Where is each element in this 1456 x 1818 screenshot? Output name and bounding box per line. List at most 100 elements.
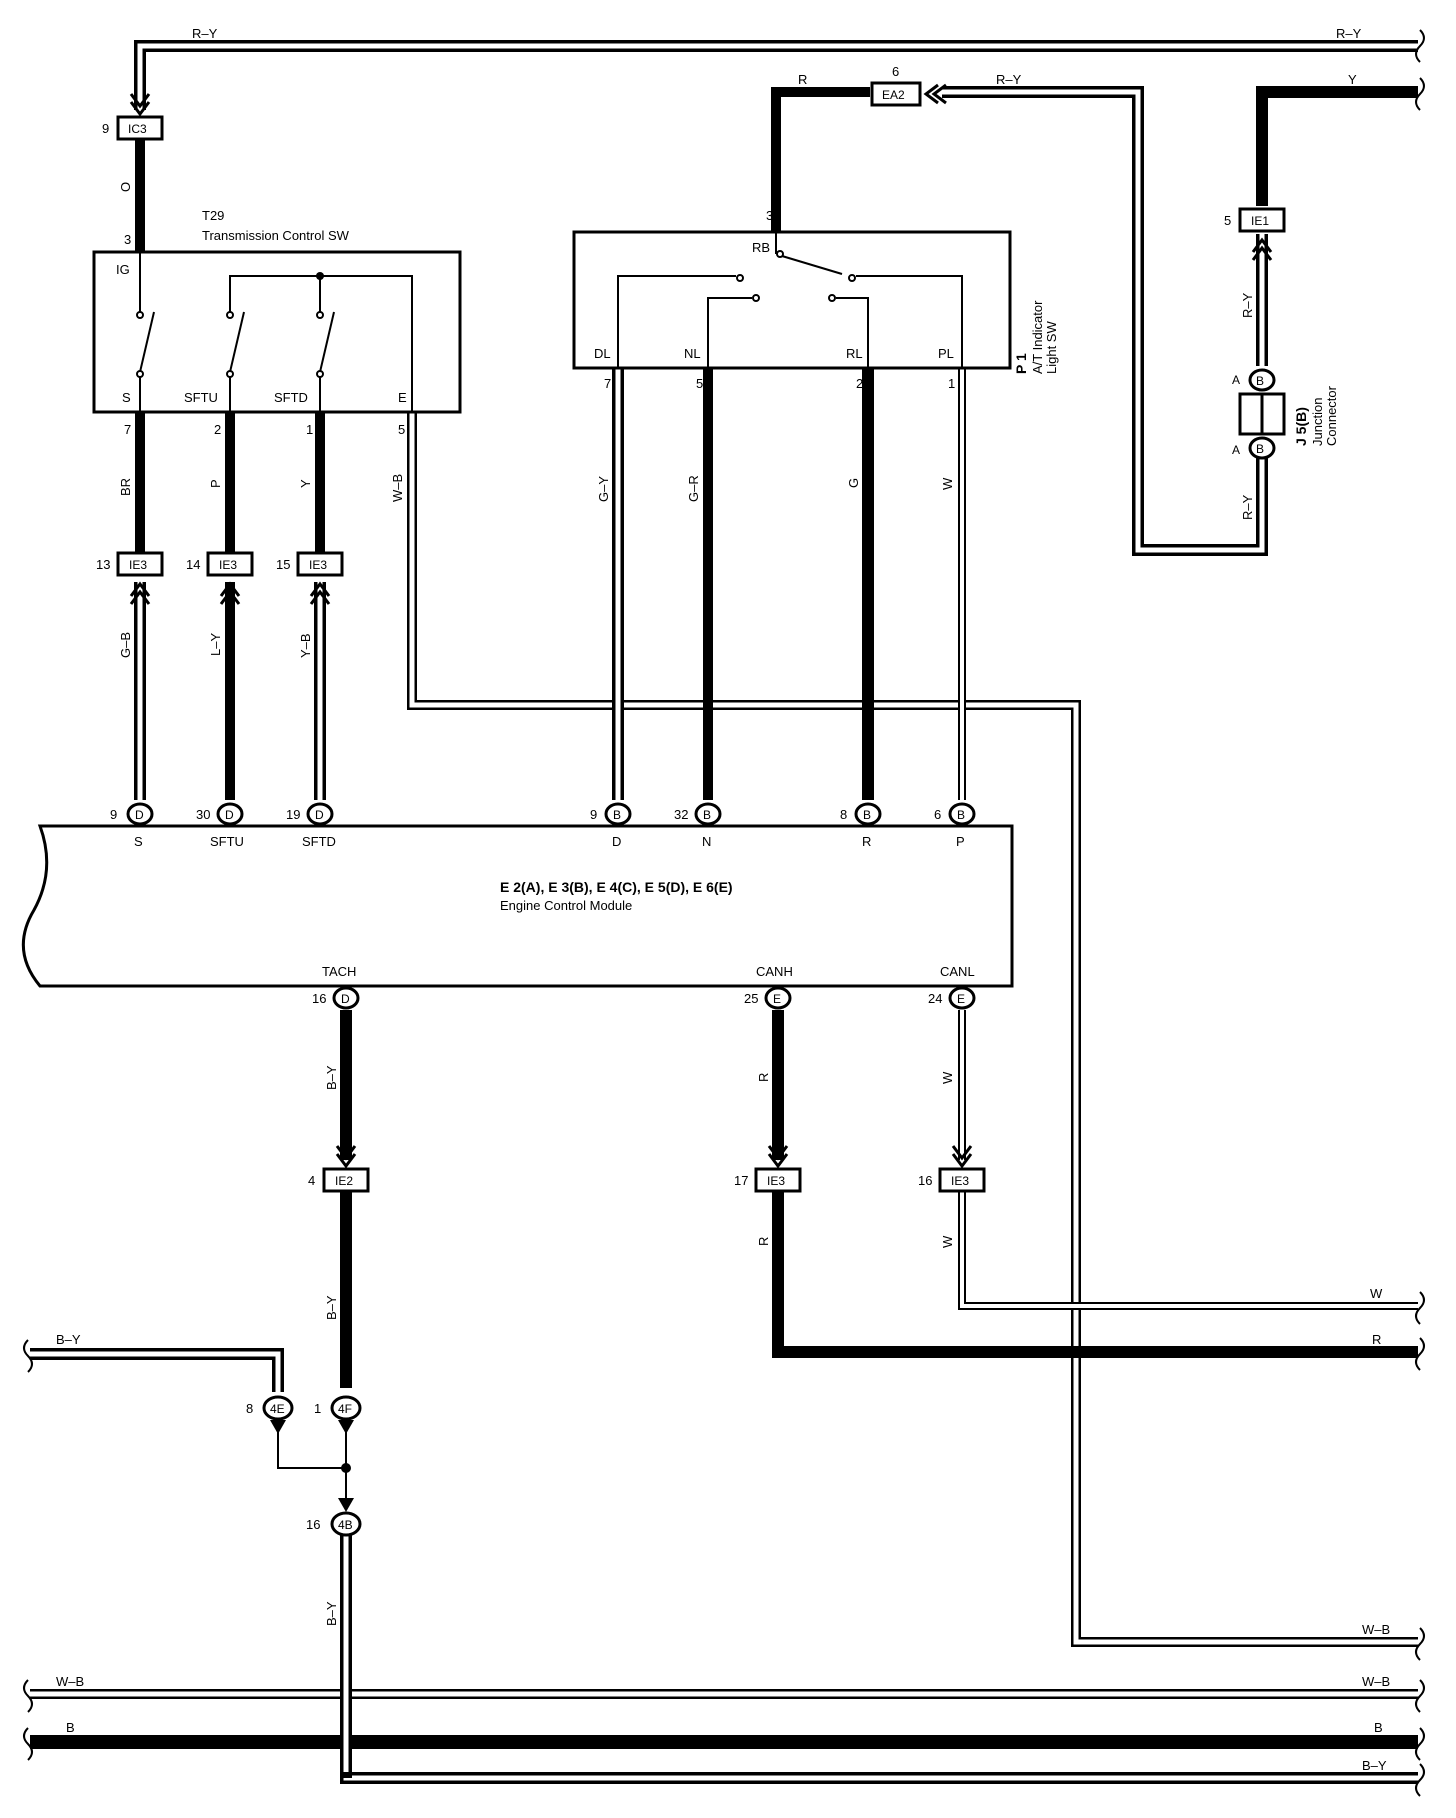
svg-text:IE2: IE2 xyxy=(335,1174,353,1188)
connector-4f: 4F 1 xyxy=(314,1395,362,1434)
j5-bottom-connector: B xyxy=(1256,442,1264,456)
svg-text:EA2: EA2 xyxy=(882,88,905,102)
wire-label-gr: G–R xyxy=(686,475,701,502)
p1-pin-rb: RB xyxy=(752,240,770,255)
p1-name-line1: A/T Indicator xyxy=(1030,300,1045,374)
t29-name: Transmission Control SW xyxy=(202,228,350,243)
ecm-pin-canh: CANH xyxy=(756,964,793,979)
j5-id: J 5(B) xyxy=(1293,407,1309,446)
svg-text:4B: 4B xyxy=(338,1518,353,1532)
wire-label-wb-bus-left: W–B xyxy=(56,1674,84,1689)
p1-pinnum-nl: 5 xyxy=(696,376,703,391)
t29-pin-ig: IG xyxy=(116,262,130,277)
engine-control-module: E 2(A), E 3(B), E 4(C), E 5(D), E 6(E) E… xyxy=(21,824,1014,988)
svg-text:B: B xyxy=(957,808,965,822)
svg-text:D: D xyxy=(341,992,350,1006)
t29-pin-e: E xyxy=(398,390,407,405)
svg-text:24: 24 xyxy=(928,991,942,1006)
t29-id: T29 xyxy=(202,208,224,223)
svg-text:25: 25 xyxy=(744,991,758,1006)
t29-pinnum-sftu: 2 xyxy=(214,422,221,437)
p1-pin-rl: RL xyxy=(846,346,863,361)
ecm-terminal-d: B 9 xyxy=(590,802,632,826)
wire-label-yb: Y–B xyxy=(298,633,313,658)
svg-text:9: 9 xyxy=(590,807,597,822)
wire-label-w-ie3: W xyxy=(940,1235,955,1248)
wire-label-by-tach: B–Y xyxy=(324,1065,339,1090)
wire-label-b-left: B xyxy=(66,1720,75,1735)
connector-4e: 4E 8 xyxy=(246,1395,294,1434)
wires xyxy=(30,40,1418,1784)
ecm-terminal-n: B 32 xyxy=(674,802,722,826)
wire-label-wb-right: W–B xyxy=(1362,1622,1390,1637)
svg-text:8: 8 xyxy=(840,807,847,822)
ecm-pin-s: S xyxy=(134,834,143,849)
j5-name-line2: Connector xyxy=(1324,385,1339,446)
wire-label-wb-t29: W–B xyxy=(390,474,405,502)
wire-label-j5-ry: R–Y xyxy=(1240,494,1255,520)
connector-ea2: EA2 6 xyxy=(870,64,948,107)
ecm-name: Engine Control Module xyxy=(500,898,632,913)
ecm-terminal-sftu: D 30 xyxy=(196,802,244,826)
svg-text:IE3: IE3 xyxy=(129,558,147,572)
ecm-pin-r: R xyxy=(862,834,871,849)
svg-text:E: E xyxy=(957,992,965,1006)
p1-id: P 1 xyxy=(1013,353,1029,374)
wire-label-ea2-r: R xyxy=(798,72,807,87)
p1-pinnum-rb: 3 xyxy=(766,208,773,223)
svg-text:D: D xyxy=(225,808,234,822)
svg-text:16: 16 xyxy=(312,991,326,1006)
wire-label-r-canh: R xyxy=(756,1073,771,1082)
svg-text:6: 6 xyxy=(934,807,941,822)
wire-label-top-ry-left: R–Y xyxy=(192,26,218,41)
wire-label-gy: G–Y xyxy=(596,476,611,502)
svg-text:D: D xyxy=(315,808,324,822)
svg-text:15: 15 xyxy=(276,557,290,572)
svg-text:4F: 4F xyxy=(338,1402,352,1416)
svg-text:B: B xyxy=(863,808,871,822)
ecm-pin-n: N xyxy=(702,834,711,849)
p1-pinnum-rl: 2 xyxy=(856,376,863,391)
t29-pinnum-e: 5 xyxy=(398,422,405,437)
ecm-pin-d: D xyxy=(612,834,621,849)
connector-ie2: IE2 4 xyxy=(308,1144,370,1193)
ecm-terminal-sftd: D 19 xyxy=(286,802,334,826)
svg-text:9: 9 xyxy=(110,807,117,822)
connector-4b: 4B 16 xyxy=(306,1498,362,1537)
wire-label-w-right: W xyxy=(1370,1286,1383,1301)
svg-text:19: 19 xyxy=(286,807,300,822)
svg-text:D: D xyxy=(135,808,144,822)
p1-pinnum-dl: 7 xyxy=(604,376,611,391)
transmission-control-sw: T29 Transmission Control SW IG S SFTU SF… xyxy=(92,208,462,437)
j5-bottom-pin: A xyxy=(1232,443,1240,457)
wire-label-wb-bus-right: W–B xyxy=(1362,1674,1390,1689)
svg-text:IE1: IE1 xyxy=(1251,214,1269,228)
svg-text:E: E xyxy=(773,992,781,1006)
wire-label-r-ie3: R xyxy=(756,1237,771,1246)
svg-text:5: 5 xyxy=(1224,213,1231,228)
t29-pinnum-sftd: 1 xyxy=(306,422,313,437)
ecm-terminal-tach: D 16 xyxy=(312,986,360,1010)
ecm-terminal-canl: E 24 xyxy=(928,986,976,1010)
t29-pin-s: S xyxy=(122,390,131,405)
svg-text:16: 16 xyxy=(306,1517,320,1532)
ecm-terminal-p: B 6 xyxy=(934,802,976,826)
svg-text:IE3: IE3 xyxy=(219,558,237,572)
j5-top-pin: A xyxy=(1232,373,1240,387)
t29-pinnum-s: 7 xyxy=(124,422,131,437)
ecm-id: E 2(A), E 3(B), E 4(C), E 5(D), E 6(E) xyxy=(500,879,733,895)
wire-label-by-left: B–Y xyxy=(56,1332,81,1347)
wire-label-by-bottom: B–Y xyxy=(1362,1758,1387,1773)
wire-label-top-y: Y xyxy=(1348,72,1357,87)
ecm-terminals: D 9 D 30 D 19 B 9 B 32 B 8 xyxy=(110,802,976,1010)
svg-text:17: 17 xyxy=(734,1173,748,1188)
p1-pinnum-pl: 1 xyxy=(948,376,955,391)
svg-text:9: 9 xyxy=(102,121,109,136)
t29-pin-sftd: SFTD xyxy=(274,390,308,405)
wire-label-o: O xyxy=(118,182,133,192)
wire-label-ly: L–Y xyxy=(208,633,223,656)
ecm-pin-tach: TACH xyxy=(322,964,356,979)
svg-text:1: 1 xyxy=(314,1401,321,1416)
wire-label-b-right: B xyxy=(1374,1720,1383,1735)
inline-connectors: IC3 9 EA2 6 IE1 5 IE3 13 IE3 14 xyxy=(96,64,1286,1537)
